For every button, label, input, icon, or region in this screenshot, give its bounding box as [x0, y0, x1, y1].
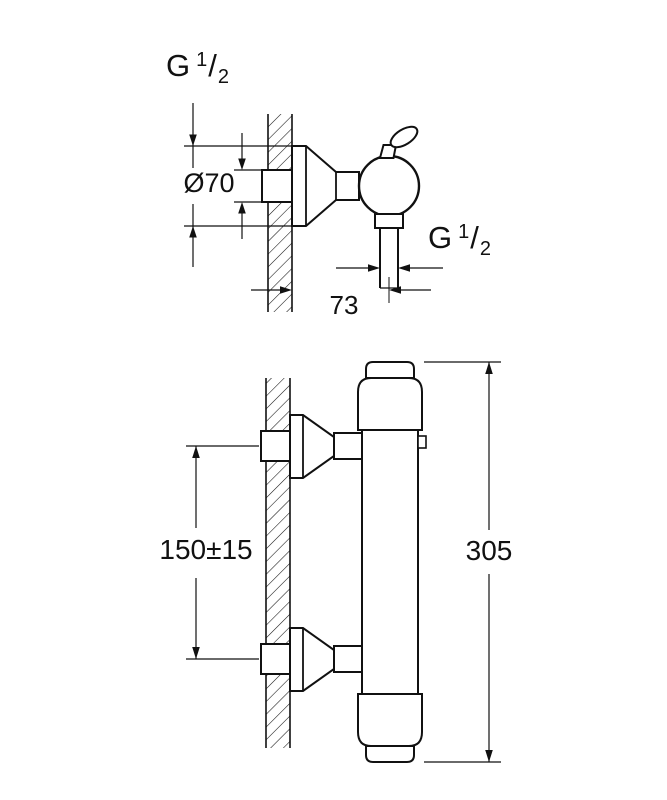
dimension-outlet-thread [336, 264, 443, 272]
arrowhead [368, 264, 380, 272]
bottom-handle [357, 693, 423, 747]
thread-numerator: 1 [458, 221, 470, 243]
upper-union-nut [260, 430, 292, 462]
side-view [184, 103, 443, 312]
arrowhead [389, 286, 401, 294]
wall-section-side [267, 114, 293, 312]
wall-union-nut-side [261, 169, 293, 203]
thread-denominator: 2 [479, 238, 491, 260]
dimension-label-connection-spacing: 150±15 [159, 534, 253, 565]
arrowhead [398, 264, 410, 272]
arrowhead [192, 446, 200, 458]
body-side-port [417, 435, 427, 449]
upper-wall-connection [260, 414, 363, 479]
dimension-escutcheon-diameter [189, 103, 197, 267]
arrowhead [238, 202, 246, 214]
dimension-label-escutcheon-diameter: Ø70 [183, 168, 235, 198]
lower-wall-connection [260, 627, 363, 692]
mixer-body-front [357, 361, 427, 763]
lower-union-nut [260, 643, 292, 675]
dimension-inlet-thread [238, 133, 246, 239]
body-tube [361, 429, 419, 695]
upper-escutcheon [289, 414, 335, 479]
arrowhead [485, 750, 493, 762]
dimension-overall-height [485, 362, 493, 762]
thread-slash: / [208, 48, 217, 83]
arrowhead [238, 158, 246, 170]
top-cap [365, 361, 415, 379]
shower-outlet-pipe [374, 213, 404, 303]
dimension-label-depth: 73 [329, 290, 359, 320]
dimension-extensions-side [184, 145, 306, 227]
arrowhead [280, 286, 292, 294]
upper-s-union [333, 432, 363, 460]
top-handle [357, 377, 423, 431]
wall-hatching-side [268, 114, 292, 312]
arrowhead [189, 134, 197, 146]
dimension-depth [251, 286, 431, 294]
temperature-handle-side [378, 125, 419, 159]
front-view [186, 361, 501, 763]
valve-body-side [357, 154, 421, 218]
lower-escutcheon [289, 627, 335, 692]
dimension-extensions-front [186, 361, 501, 763]
thread-slash: / [470, 220, 479, 255]
lower-s-union [333, 645, 363, 673]
dimension-label-overall-height: 305 [465, 535, 513, 566]
escutcheon-side [291, 145, 360, 227]
thread-numerator: 1 [196, 49, 208, 71]
dimension-connection-spacing [192, 446, 200, 659]
arrowhead [192, 647, 200, 659]
bottom-cap [365, 745, 415, 763]
arrowhead [485, 362, 493, 374]
thread-base: G [166, 48, 191, 83]
thread-denominator: 2 [217, 66, 229, 88]
thread-base: G [428, 220, 453, 255]
arrowhead [189, 226, 197, 238]
